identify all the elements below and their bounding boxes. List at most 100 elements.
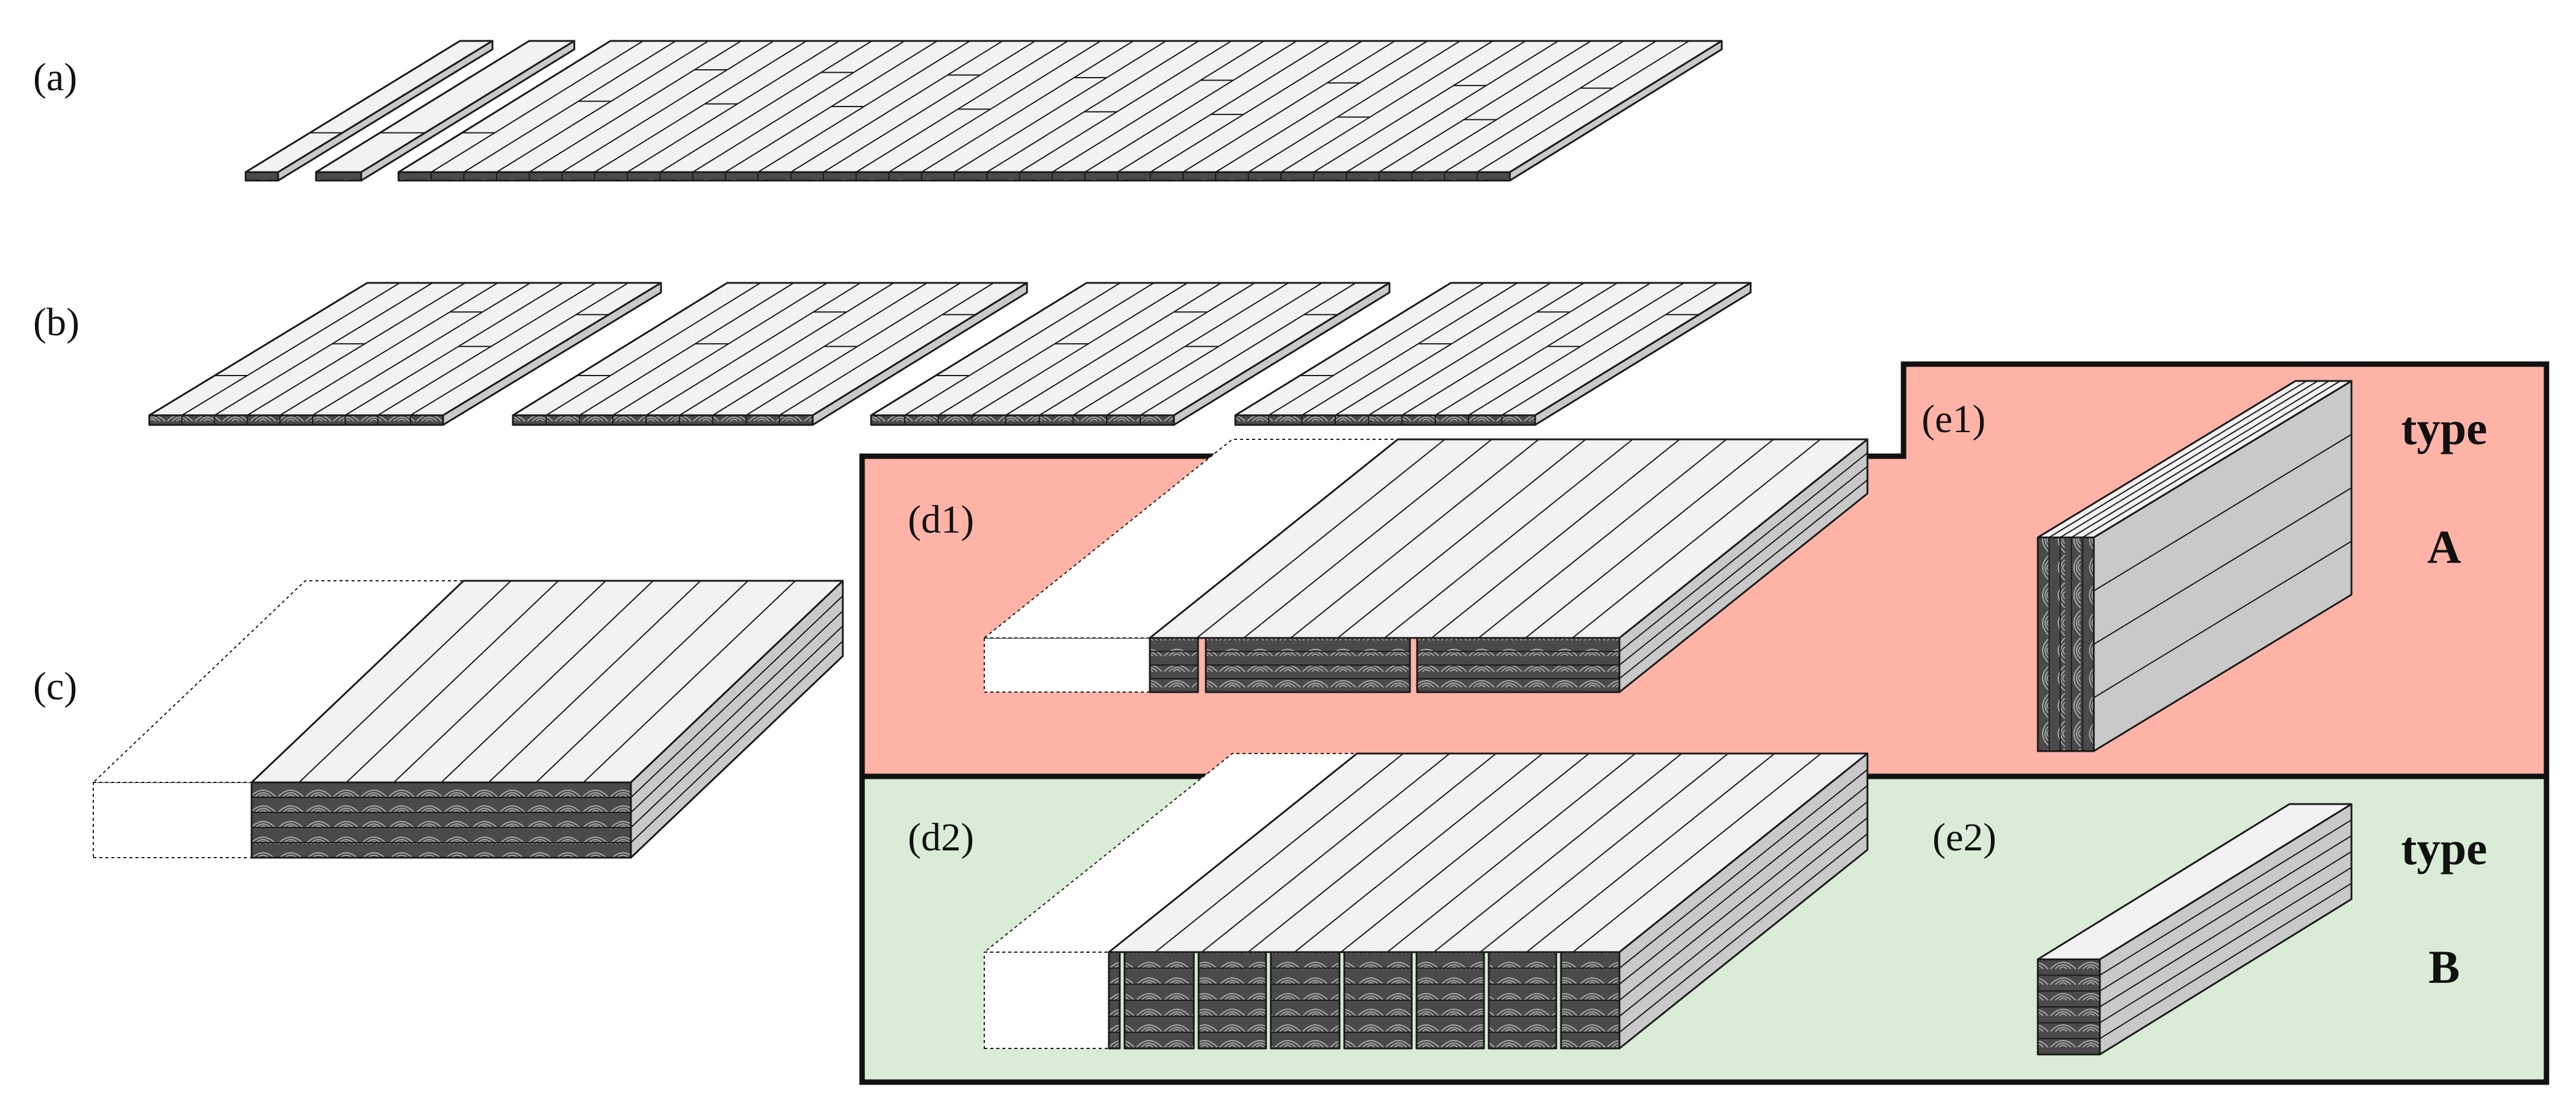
slab-d1-layer-line [1619, 452, 1868, 652]
slab-d2-layer-line [1619, 769, 1868, 969]
slab-d2-seam [1572, 753, 1822, 953]
beam-b-layer-line [2099, 851, 2352, 1008]
slab-c-front-seg [250, 781, 632, 859]
label-d1: (d1) [908, 498, 974, 542]
lamella-panel-a-seam [1444, 40, 1657, 173]
lamella-a1-front [244, 171, 279, 182]
panel-b3-seam [1005, 282, 1222, 416]
panel-b4 [1234, 282, 1752, 426]
lamella-panel-a-seam [1477, 40, 1690, 173]
panel-b2-seam [712, 282, 928, 416]
slab-d2-seam [1386, 753, 1636, 953]
panel-b2-seam [645, 282, 861, 416]
panel-b3-seam [1140, 282, 1356, 416]
slab-d2-layer-line [1619, 833, 1868, 1033]
panel-b1-seam [247, 282, 466, 416]
panel-b3-seam [972, 282, 1188, 416]
type-a-word: type [2401, 402, 2488, 454]
slab-d2-seam [1340, 753, 1590, 953]
lamella-panel-a [397, 40, 1723, 182]
panel-b4-seam [1368, 282, 1584, 416]
panel-b1-seam [344, 282, 563, 416]
slab-c-layer-line [630, 625, 843, 828]
lamella-panel-a-seam [1248, 40, 1461, 173]
slab-d2-seam [1201, 753, 1450, 953]
slab-d1-seam [1196, 439, 1445, 639]
lamella-panel-a-seam [1313, 40, 1526, 173]
panel-b4-seam [1501, 282, 1718, 416]
panel-b3-front [870, 414, 1175, 426]
lamella-panel-a-seam [561, 40, 774, 173]
lamella-a2-front [315, 171, 362, 182]
slab-d2-layer-line [1619, 785, 1868, 985]
lamella-a1 [244, 40, 494, 182]
panel-b1 [148, 282, 662, 426]
panel-b1-seam [312, 282, 531, 416]
panel-b2-front [512, 414, 814, 426]
slab-c-seam [346, 580, 559, 783]
panel-b2-seam [745, 282, 961, 416]
panel-b4-front [1234, 414, 1536, 426]
slab-d2-ghost [984, 952, 1110, 1049]
slab-c-seam [535, 580, 749, 783]
panel-b2-seam [612, 282, 828, 416]
wall-a-end [2037, 536, 2095, 752]
panel-b4-seam [1435, 282, 1651, 416]
slab-c-seam [299, 580, 512, 783]
panel-b3-seam [1038, 282, 1255, 416]
slab-d1-seam [1384, 439, 1633, 639]
lamella-panel-a-seam [430, 40, 644, 173]
wall-a-board-seam [2093, 487, 2352, 645]
panel-b3-seam [1106, 282, 1323, 416]
slab-c-seam [583, 580, 796, 783]
slab-c-seam [441, 580, 654, 783]
slab-d2-seam [1247, 753, 1497, 953]
lamella-panel-a-seam [1150, 40, 1363, 173]
panel-b4-seam [1302, 282, 1518, 416]
slab-d1-seam [1431, 439, 1680, 639]
type-a-letter: A [2427, 521, 2461, 573]
lamella-panel-a-seam [888, 40, 1101, 173]
slab-d2-layer-line [1619, 801, 1868, 1001]
slab-d2-seam [1480, 753, 1729, 953]
lamella-panel-a-seam [855, 40, 1069, 173]
slab-d2-layer-line [1619, 817, 1868, 1017]
slab-d2 [982, 752, 1869, 1050]
slab-d1-seam [1337, 439, 1586, 639]
lamella-panel-a-seam [986, 40, 1199, 173]
lamella-panel-a-seam [594, 40, 807, 173]
slab-d1-layer-line [1619, 479, 1868, 679]
lamella-panel-a-seam [823, 40, 1036, 173]
wall-a-layer-line [2059, 380, 2318, 538]
panel-b2-seam [579, 282, 795, 416]
slab-c-ghost [93, 782, 252, 858]
panel-b4-seam [1335, 282, 1551, 416]
lamella-panel-a-seam [1084, 40, 1297, 173]
panel-b2-seam [779, 282, 995, 416]
beam-b-layer-line [2099, 867, 2352, 1024]
lamella-panel-a-seam [1346, 40, 1559, 173]
type-b-letter: B [2429, 941, 2460, 993]
panel-b3-seam [1072, 282, 1289, 416]
panel-b1-seam [214, 282, 433, 416]
panel-b4-seam [1468, 282, 1684, 416]
slab-d1-layer-line [1619, 466, 1868, 666]
wall-element-type-a [2037, 380, 2353, 752]
slab-d1-seam [1243, 439, 1492, 639]
lamella-panel-a-seam [1182, 40, 1395, 173]
slab-c-seam [393, 580, 606, 783]
wall-a-board-seam [2093, 540, 2352, 699]
panel-b1-front [148, 414, 444, 426]
slab-d1-seam [1525, 439, 1774, 639]
slab-d2-seam [1433, 753, 1683, 953]
label-d2: (d2) [908, 816, 974, 859]
wall-a-layer-line [2071, 380, 2330, 538]
panel-b4-seam [1268, 282, 1485, 416]
panel-b2-seam [545, 282, 761, 416]
slab-c-layer-line [630, 610, 843, 813]
beam-b-layer-line [2099, 835, 2352, 992]
panel-b1-seam [279, 282, 498, 416]
panel-b3 [870, 282, 1391, 426]
lamella-panel-a-seam [954, 40, 1167, 173]
